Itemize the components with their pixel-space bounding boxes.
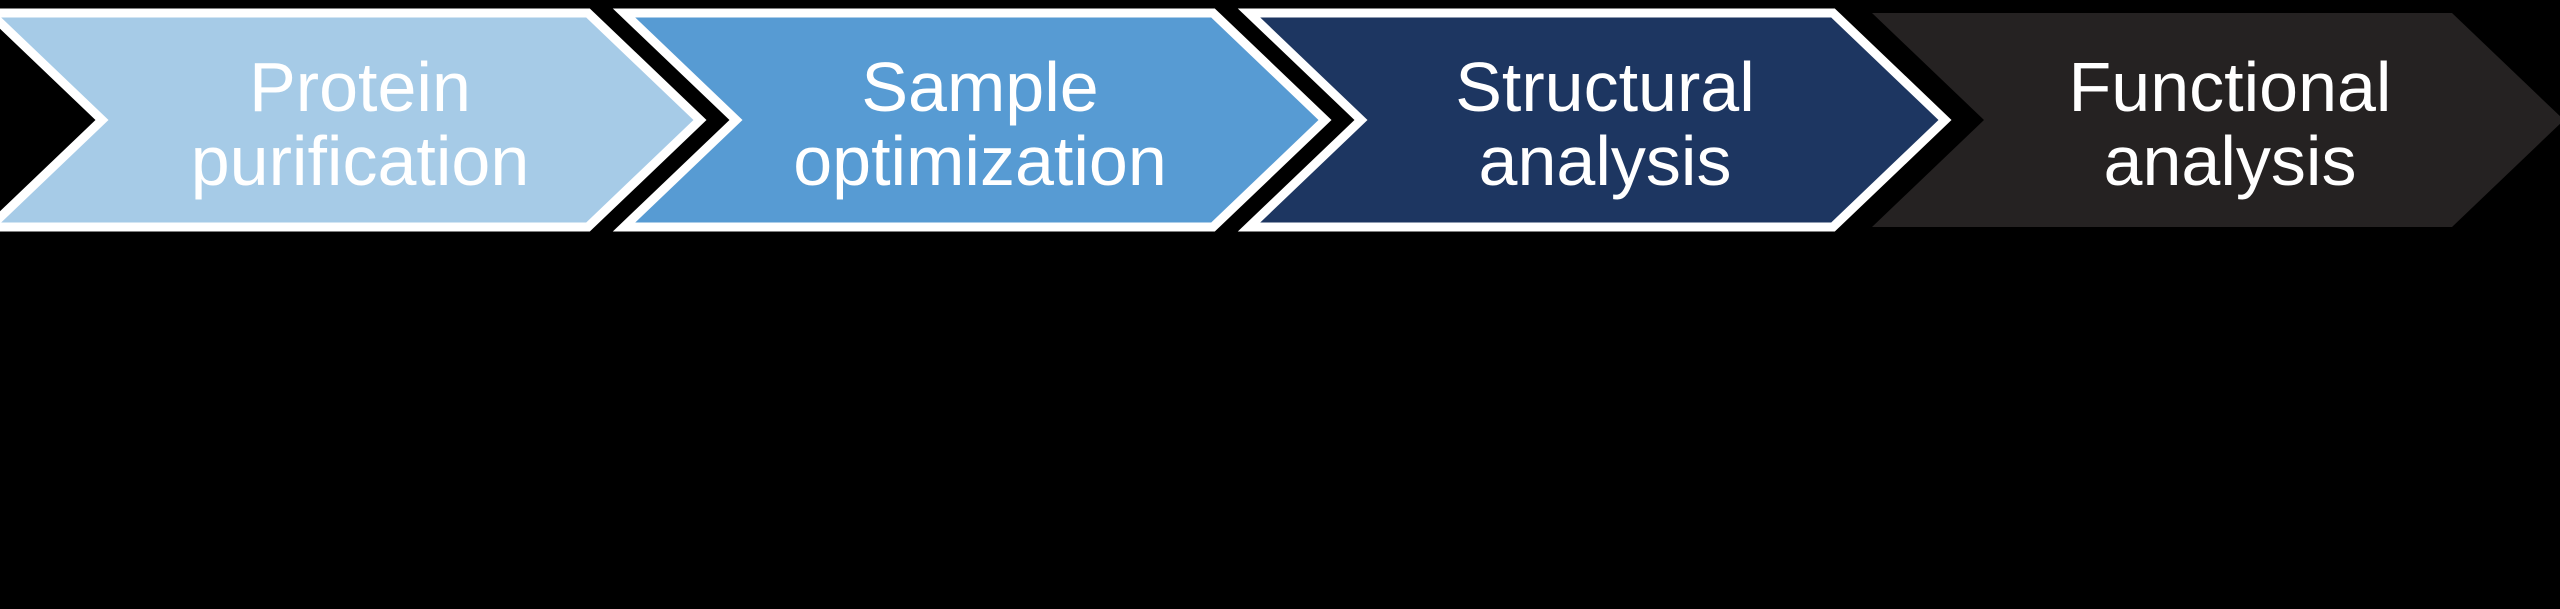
chevron-path-1[interactable] [0, 8, 707, 232]
chevron-shape-sample-optimization[interactable] [612, 8, 1332, 232]
chevron-shape-functional-analysis[interactable] [1872, 13, 2560, 227]
chevron-shape-protein-purification[interactable] [0, 8, 707, 232]
chevron-path-3[interactable] [1237, 8, 1952, 232]
chevron-path-4[interactable] [1872, 13, 2560, 227]
process-flow-band: Protein purification Sample optimization… [0, 0, 2560, 240]
chevron-shape-structural-analysis[interactable] [1237, 8, 1952, 232]
chevron-path-2[interactable] [612, 8, 1332, 232]
chevron-shapes [0, 8, 2560, 232]
